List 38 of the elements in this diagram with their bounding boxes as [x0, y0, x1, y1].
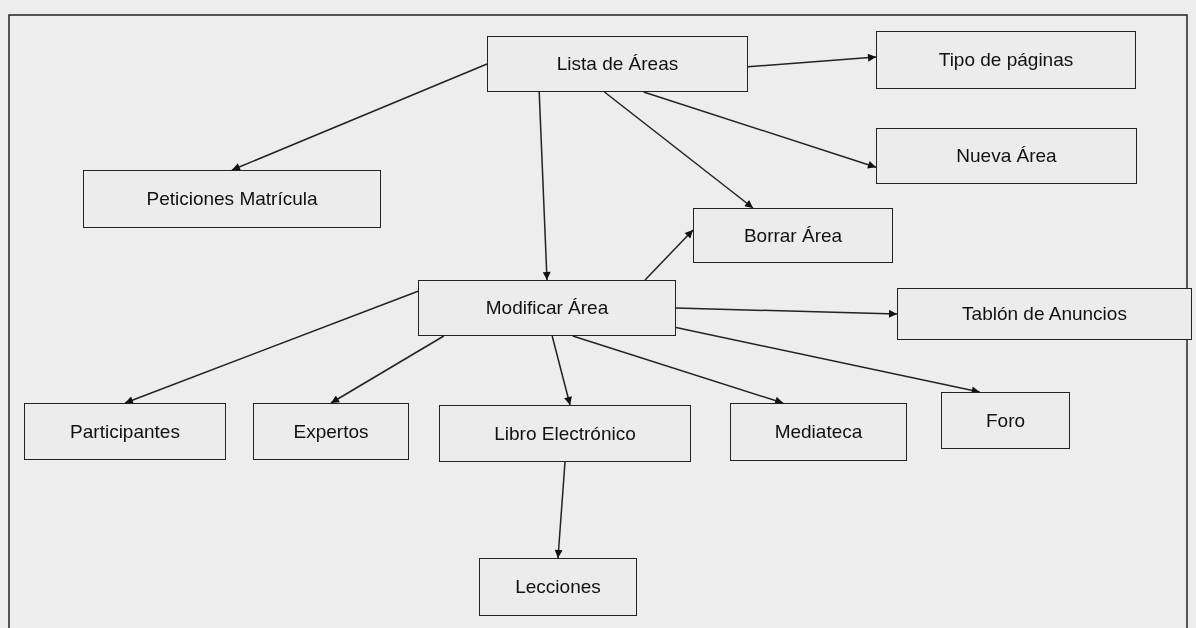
process-box	[24, 403, 226, 460]
box-label: Expertos	[293, 420, 369, 443]
process-box	[479, 558, 637, 616]
arrow	[551, 335, 572, 406]
process-box	[876, 31, 1136, 89]
box-label: Lecciones	[515, 576, 601, 598]
process-box	[418, 280, 676, 336]
box-label: Libro Electrónico	[494, 422, 636, 445]
arrow	[603, 91, 754, 209]
arrow	[747, 53, 877, 68]
process-box	[730, 403, 907, 461]
box-label: Mediateca	[774, 421, 863, 443]
arrow	[538, 91, 551, 281]
arrow	[642, 91, 877, 169]
process-box	[439, 405, 691, 462]
box-label: Tipo de páginas	[938, 49, 1074, 71]
box-label: Peticiones Matrícula	[146, 188, 318, 210]
arrow	[644, 229, 694, 281]
arrow	[124, 290, 419, 404]
process-box	[876, 128, 1137, 184]
process-box	[83, 170, 381, 228]
box-label: Modificar Área	[485, 297, 609, 319]
process-box	[897, 288, 1192, 340]
box-label: Participantes	[70, 420, 180, 443]
box-label: Lista de Áreas	[556, 53, 679, 75]
arrow	[554, 461, 566, 559]
arrow	[572, 335, 784, 405]
box-label: Foro	[985, 409, 1026, 432]
box-label: Tablón de Anuncios	[962, 303, 1127, 325]
process-box	[693, 208, 893, 263]
arrow	[231, 63, 488, 171]
process-box	[253, 403, 409, 460]
process-box	[941, 392, 1070, 449]
arrow	[330, 335, 445, 404]
box-label: Nueva Área	[956, 145, 1057, 167]
arrow	[675, 307, 898, 318]
process-box	[487, 36, 748, 92]
box-label: Borrar Área	[743, 224, 843, 247]
